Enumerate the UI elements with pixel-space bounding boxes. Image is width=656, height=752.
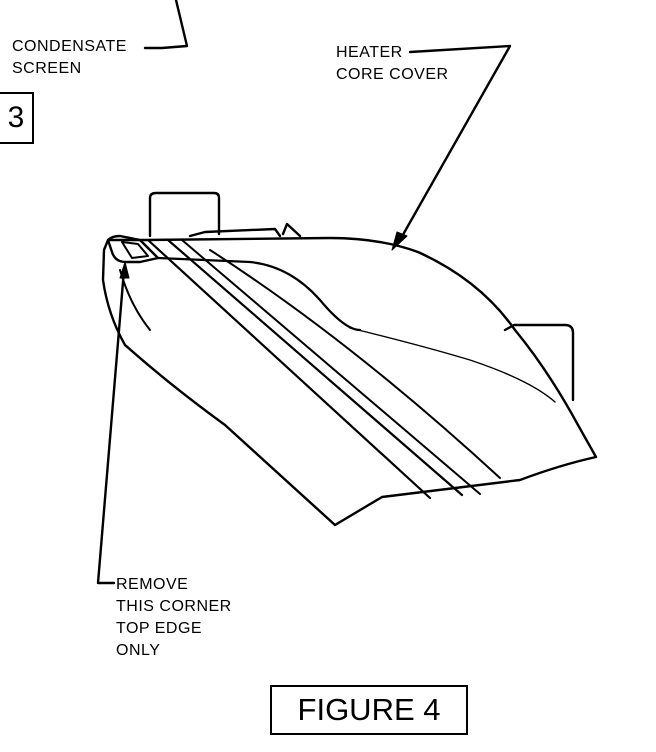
remove-leader-arrowhead <box>119 261 130 279</box>
label-line: CONDENSATE <box>12 38 127 55</box>
heater-core-cover-label: HEATER CORE COVER <box>336 42 449 86</box>
remove-corner-label: REMOVE THIS CORNER TOP EDGE ONLY <box>116 574 232 662</box>
label-line: HEATER <box>336 44 403 61</box>
corner-inner <box>121 241 149 259</box>
corner-detail <box>106 234 160 264</box>
stripe-1 <box>146 238 432 500</box>
heater-leader-line <box>398 44 512 242</box>
step-number-box: 3 <box>0 92 34 144</box>
right-side-tab <box>503 323 575 402</box>
label-line: SCREEN <box>12 60 82 77</box>
label-line: TOP EDGE <box>116 620 203 637</box>
label-line: REMOVE <box>116 576 189 593</box>
top-rail <box>188 222 302 238</box>
label-line: CORE COVER <box>336 66 449 83</box>
condensate-leader-line <box>143 0 189 50</box>
top-face-edge <box>156 256 362 332</box>
cover-body-outline <box>101 236 598 527</box>
lower-edge <box>119 269 151 331</box>
rear-tab <box>148 191 221 238</box>
curved-crease <box>349 327 556 403</box>
remove-leader-line <box>96 268 126 585</box>
label-line: THIS CORNER <box>116 598 232 615</box>
stripe-4 <box>209 249 501 479</box>
figure-caption: FIGURE 4 <box>270 685 468 735</box>
stripe-3 <box>181 239 481 495</box>
label-line: ONLY <box>116 642 161 659</box>
condensate-screen-label: CONDENSATE SCREEN <box>12 36 127 80</box>
stripe-2 <box>166 238 464 497</box>
